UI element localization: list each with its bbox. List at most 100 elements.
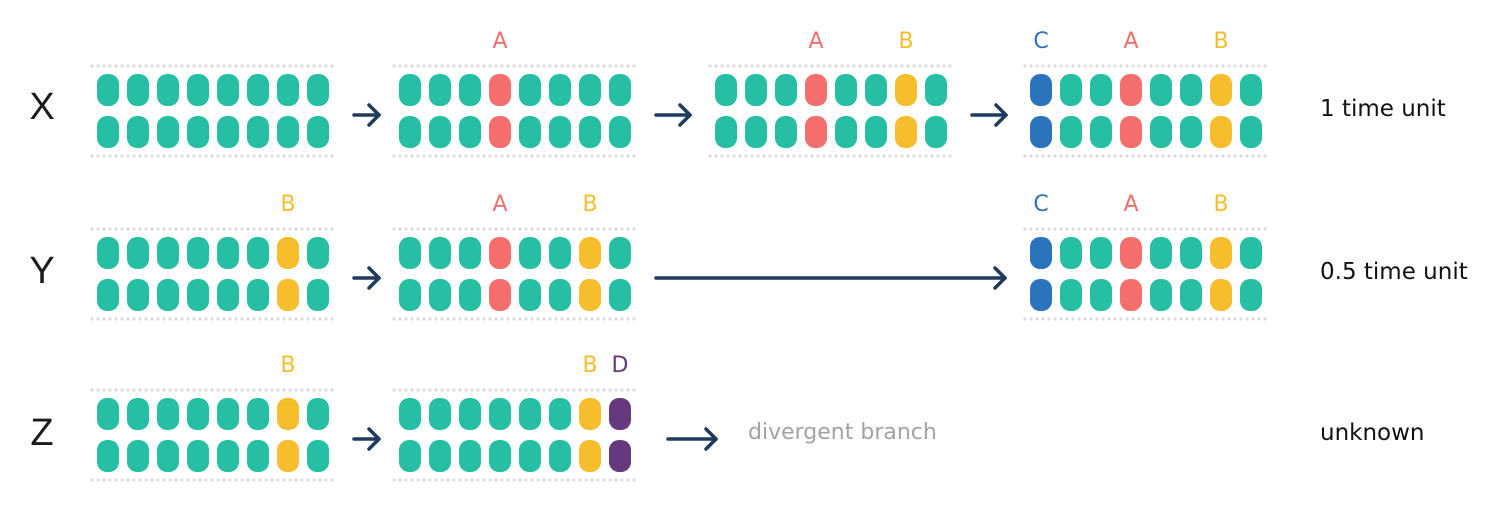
nucleotide (97, 74, 119, 106)
nucleotide (1150, 279, 1172, 311)
nucleotide (127, 279, 149, 311)
nucleotide (1180, 279, 1202, 311)
nucleotide (549, 237, 571, 269)
nucleotide (307, 74, 329, 106)
nucleotide (1150, 74, 1172, 106)
mutation-label-d: D (611, 353, 629, 378)
mutation-label-b: B (280, 353, 296, 378)
nucleotide (157, 74, 179, 106)
nucleotide (247, 237, 269, 269)
nucleotide (277, 116, 299, 148)
nucleotide (157, 279, 179, 311)
nucleotide (715, 116, 737, 148)
nucleotide (489, 440, 511, 472)
nucleotide (429, 440, 451, 472)
arrow-z-0-head (367, 427, 381, 451)
divergent-branch-label: divergent branch (748, 420, 937, 445)
mutation-label-a: A (1123, 29, 1139, 54)
nucleotide (1060, 237, 1082, 269)
nucleotide (127, 74, 149, 106)
dotted-border (392, 64, 636, 68)
mutated-nucleotide-b (579, 237, 601, 269)
nucleotide (519, 237, 541, 269)
arrow-x-0-head (367, 103, 381, 127)
nucleotide (609, 74, 631, 106)
mutated-nucleotide-a (489, 74, 511, 106)
nucleotide (1150, 237, 1172, 269)
nucleotide (157, 237, 179, 269)
nucleotide (459, 74, 481, 106)
mutated-nucleotide-b (277, 279, 299, 311)
nucleotide (1090, 74, 1112, 106)
row-label-y: Y (29, 250, 55, 292)
nucleotide (307, 279, 329, 311)
nucleotide (459, 116, 481, 148)
nucleotide (157, 440, 179, 472)
nucleotide (745, 116, 767, 148)
mutated-nucleotide-b (1210, 279, 1232, 311)
nucleotide (399, 74, 421, 106)
nucleotide (157, 116, 179, 148)
mutated-nucleotide-b (579, 398, 601, 430)
mutated-nucleotide-b (1210, 237, 1232, 269)
nucleotide (247, 440, 269, 472)
nucleotide (247, 398, 269, 430)
dotted-border (90, 388, 334, 392)
dotted-border (90, 478, 334, 482)
nucleotide (745, 74, 767, 106)
mutation-label-a: A (492, 192, 508, 217)
dotted-border (1023, 64, 1267, 68)
mutated-nucleotide-b (579, 279, 601, 311)
dotted-border (708, 154, 952, 158)
nucleotide (127, 398, 149, 430)
nucleotide (459, 279, 481, 311)
nucleotide (459, 237, 481, 269)
arrow-x-1-head (678, 103, 692, 127)
nucleotide (247, 116, 269, 148)
arrow-x-2-head (994, 103, 1008, 127)
nucleotide (1240, 279, 1262, 311)
nucleotide (519, 440, 541, 472)
nucleotide (399, 116, 421, 148)
nucleotide (127, 237, 149, 269)
nucleotide (1240, 116, 1262, 148)
nucleotide (925, 116, 947, 148)
nucleotide (187, 279, 209, 311)
nucleotide (1240, 237, 1262, 269)
nucleotide (775, 74, 797, 106)
nucleotide (247, 279, 269, 311)
mutation-label-c: C (1033, 192, 1049, 217)
nucleotide (459, 440, 481, 472)
nucleotide (127, 440, 149, 472)
mutation-label-a: A (808, 29, 824, 54)
mutated-nucleotide-b (895, 74, 917, 106)
nucleotide (1180, 116, 1202, 148)
nucleotide (429, 116, 451, 148)
nucleotide (399, 398, 421, 430)
nucleotide (307, 440, 329, 472)
mutated-nucleotide-b (277, 237, 299, 269)
nucleotide (97, 440, 119, 472)
mutated-nucleotide-a (1120, 279, 1142, 311)
dotted-border (1023, 317, 1267, 321)
mutated-nucleotide-c (1030, 74, 1052, 106)
nucleotide (127, 116, 149, 148)
nucleotide (429, 279, 451, 311)
time-label-x: 1 time unit (1320, 96, 1446, 122)
nucleotide (609, 237, 631, 269)
nucleotide (1060, 74, 1082, 106)
nucleotide (217, 398, 239, 430)
arrow-y-0-head (367, 266, 381, 290)
mutation-label-b: B (582, 192, 598, 217)
nucleotide (97, 237, 119, 269)
nucleotide (97, 279, 119, 311)
mutated-nucleotide-c (1030, 279, 1052, 311)
time-label-y: 0.5 time unit (1320, 259, 1468, 285)
nucleotide (429, 237, 451, 269)
nucleotide (459, 398, 481, 430)
nucleotide (187, 237, 209, 269)
nucleotide (187, 116, 209, 148)
nucleotide (187, 398, 209, 430)
nucleotide (187, 440, 209, 472)
nucleotide (549, 74, 571, 106)
